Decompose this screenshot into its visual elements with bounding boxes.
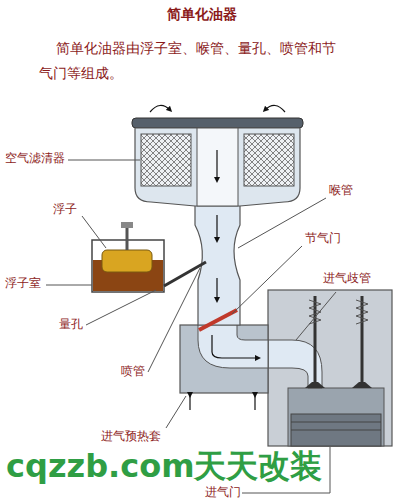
engine-cylinder: [268, 290, 392, 446]
intake-preheat-body: [180, 325, 268, 410]
part-label: 喉管: [328, 184, 354, 198]
part-label: 进气门: [204, 486, 242, 500]
part-label: 浮子室: [4, 277, 42, 291]
part-label: 进气预热套: [100, 430, 162, 444]
float-chamber: [92, 222, 206, 292]
part-label: 浮子: [52, 203, 78, 217]
part-label: 喷管: [120, 365, 146, 379]
leader-lines: [46, 160, 336, 493]
part-label: 空气滤清器: [4, 152, 66, 166]
air-filter: [132, 105, 303, 206]
watermark-text: cqzzb.com天天改装: [5, 448, 323, 485]
diagram-title: 简单化油器: [2, 6, 400, 24]
description-text: 简单化油器由浮子室、喉管、量孔、喷管和节气门等组成。: [38, 36, 340, 86]
part-label: 进气歧管: [322, 272, 372, 286]
part-label: 节气门: [304, 232, 342, 246]
throttle-plate: [199, 310, 237, 330]
part-label: 量孔: [58, 318, 84, 332]
